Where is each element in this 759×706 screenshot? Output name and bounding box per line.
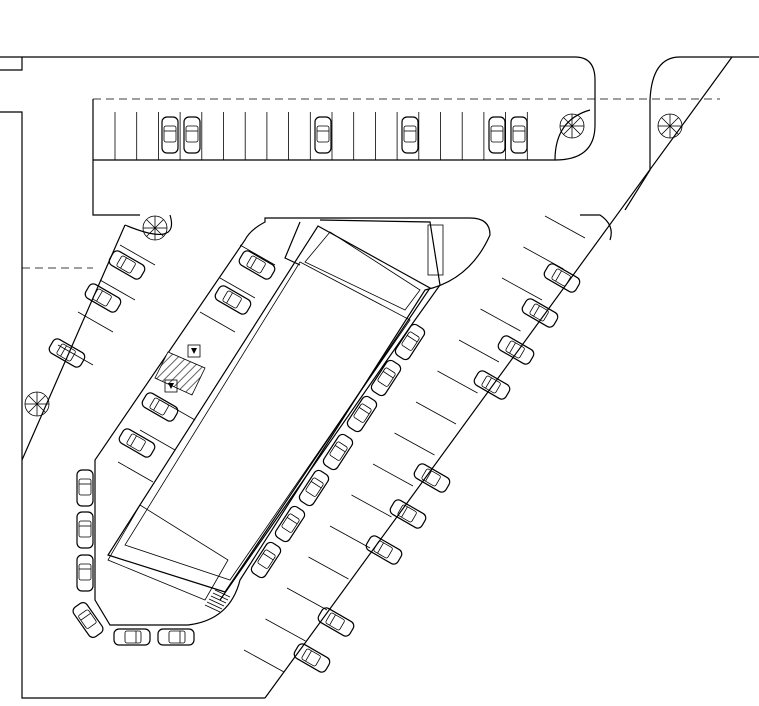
car-icon [274,505,306,543]
car-icon [497,335,535,365]
stall-line [99,279,136,301]
stall-line [243,649,285,673]
car-icon [521,298,559,328]
car-icon [473,370,511,400]
car-icon [214,285,252,315]
car-icon [510,116,528,154]
tree-icon [142,215,168,241]
stall-line [415,401,457,425]
car-icon [84,283,122,313]
car-icon [141,392,179,422]
stall-line [308,556,349,580]
stall-line [544,215,586,239]
stall-line [458,339,500,363]
car-icon [314,116,332,154]
car-icon [72,602,104,638]
stall-line [351,494,392,518]
site-boundaries [0,56,759,699]
tree-icon [657,113,683,139]
left-parking-area [21,214,276,483]
car-icon [346,395,378,433]
stall-line [372,463,414,487]
car-icon [394,323,426,361]
car-icon [488,116,506,154]
stall-line [329,525,371,549]
stall-line [480,308,521,332]
car-icon [322,433,354,471]
stall-line [394,432,435,456]
car-icon [76,469,94,507]
accessible-parking-icon [164,379,178,393]
stall-line [286,587,328,611]
stall-line [199,311,236,333]
stairs-icon [204,589,231,613]
car-icon [543,263,581,293]
car-icon [365,535,403,565]
building-island [94,217,491,626]
tree-icon [559,113,585,139]
car-icon [48,338,86,368]
car-icon [401,116,419,154]
car-icon [317,607,355,637]
parked-cars [48,116,581,673]
car-icon [76,554,94,592]
top-parking-row [92,99,591,216]
stall-line [77,311,114,333]
car-icon [157,628,195,646]
stall-line [239,244,276,266]
car-icon [161,116,179,154]
stall-line [117,461,154,483]
car-icon [76,511,94,549]
car-icon [183,116,201,154]
stall-line [219,277,256,299]
stall-line [139,429,176,451]
trees [24,113,683,417]
car-icon [113,628,151,646]
car-icon [413,463,451,493]
car-icon [108,250,146,280]
tree-icon [24,391,50,417]
car-icon [293,643,331,673]
car-icon [298,469,330,507]
stall-line [57,344,94,366]
car-icon [370,359,402,397]
car-icon [250,541,282,579]
stall-line [265,618,306,642]
car-icon [389,499,427,529]
stall-line [437,370,478,394]
car-icon [118,428,156,458]
right-parking-row [243,214,612,673]
hatched-area [154,351,206,396]
stall-line [501,277,543,301]
building [107,225,431,593]
accessible-parking-icon [187,344,201,358]
stall-line [119,244,156,266]
car-icon [238,250,276,280]
